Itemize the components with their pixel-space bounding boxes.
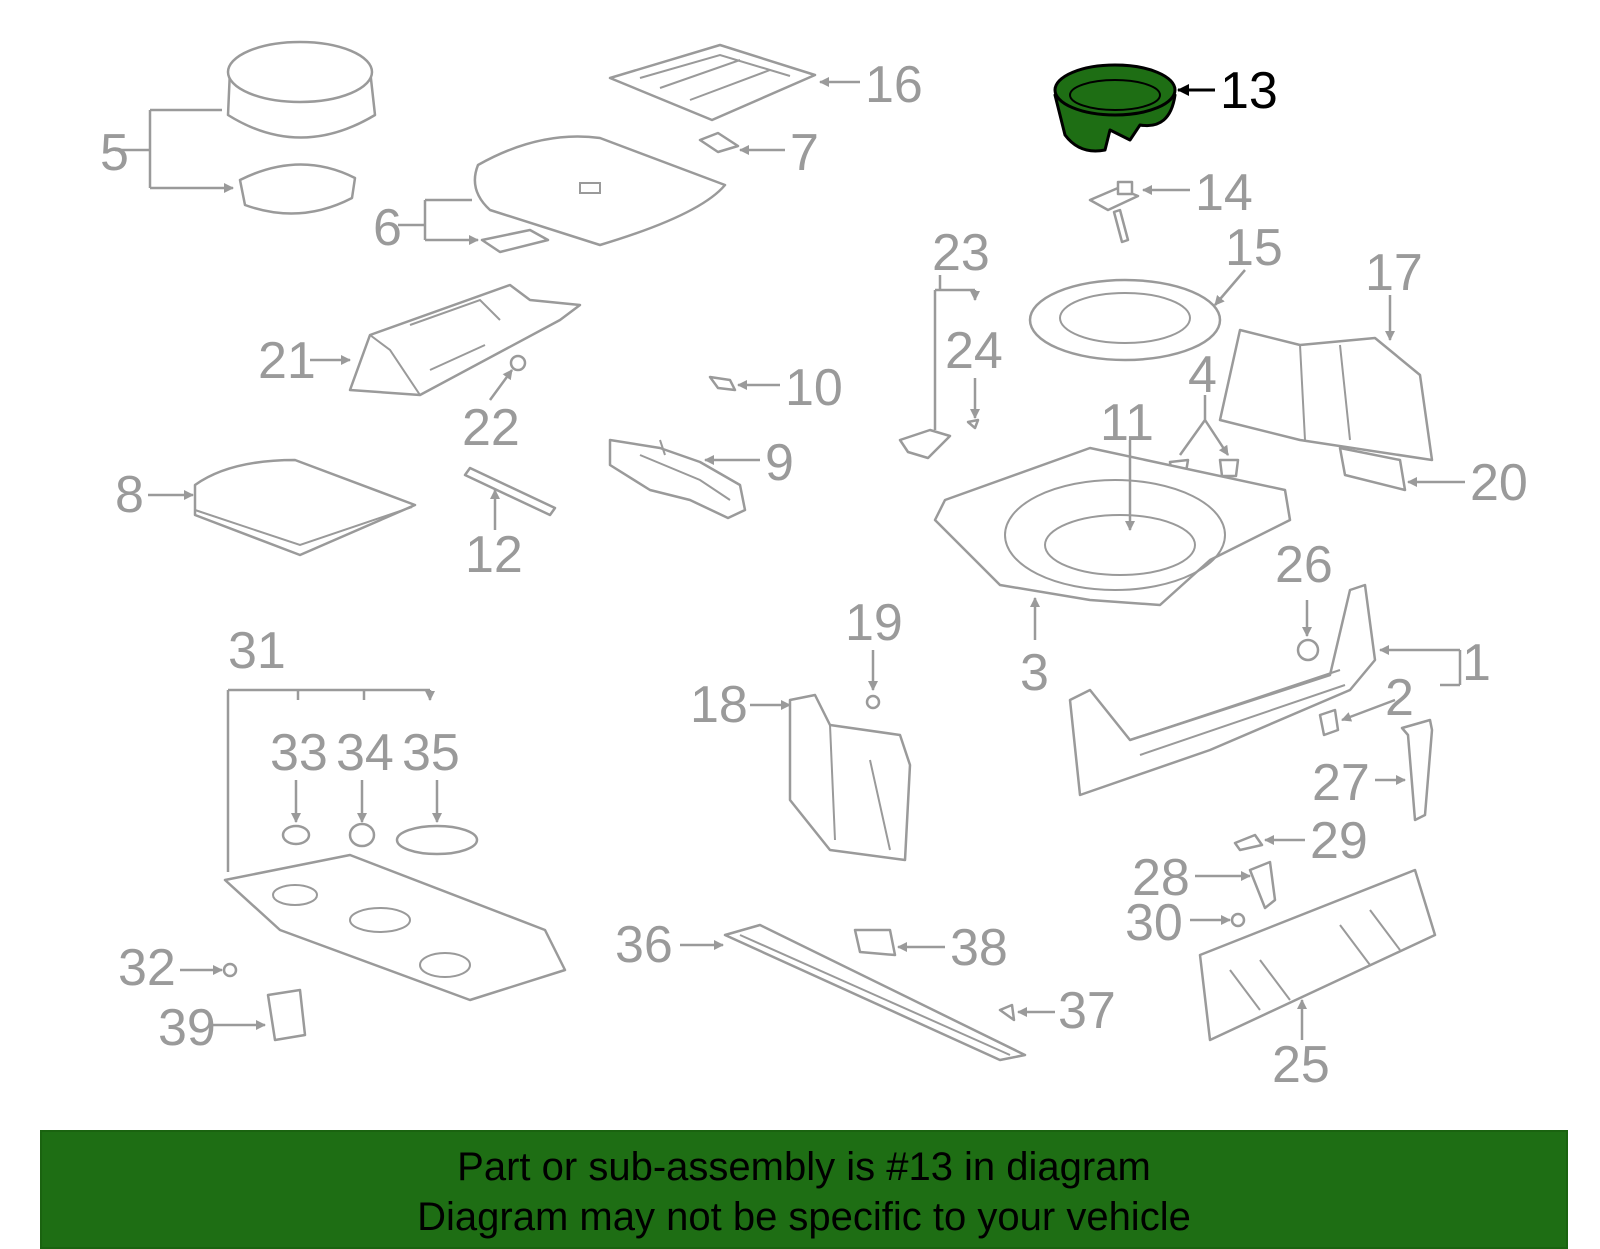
part-25-cargo-net: [1198, 868, 1437, 1042]
part-20-bracket: [1338, 446, 1465, 492]
callout-19: 19: [845, 594, 903, 652]
part-17-side-panel: [1218, 295, 1434, 462]
callout-21: 21: [258, 332, 316, 390]
callout-10: 10: [785, 359, 843, 417]
callout-34: 34: [336, 724, 394, 782]
callout-1: 1: [1462, 634, 1491, 692]
callout-15: 15: [1225, 219, 1283, 277]
callout-35: 35: [402, 724, 460, 782]
part-38-clip: [853, 928, 945, 957]
callout-26: 26: [1275, 536, 1333, 594]
callout-16: 16: [865, 56, 923, 114]
callout-8: 8: [115, 466, 144, 524]
caption-banner: Part or sub-assembly is #13 in diagram D…: [40, 1130, 1568, 1249]
callout-20: 20: [1470, 454, 1528, 512]
part-27-handle: [1375, 718, 1434, 822]
callout-24: 24: [945, 322, 1003, 380]
callout-37: 37: [1058, 982, 1116, 1040]
callout-33: 33: [270, 724, 328, 782]
part-7-clip: [698, 131, 785, 155]
callout-39: 39: [158, 999, 216, 1057]
part-23-24-latch: [898, 275, 978, 460]
part-32-fastener: [180, 962, 238, 978]
part-15-spacer-ring: [1028, 269, 1246, 362]
part-28-29-30-hooks: [1190, 833, 1305, 928]
callout-2: 2: [1385, 669, 1414, 727]
callout-38: 38: [950, 919, 1008, 977]
part-3-trunk-floor: [933, 440, 1292, 640]
parts-diagram: 1 2 3 4 5 6 7 8 9 10 11 12 13 14 15 16 1…: [100, 40, 1528, 1094]
part-10-bolt: [708, 375, 780, 392]
part-37-fastener: [998, 1003, 1055, 1022]
part-21-organizer: [310, 283, 582, 397]
part-39-bracket: [212, 988, 307, 1042]
part-1-sill-trim: [1068, 583, 1462, 797]
callout-12: 12: [465, 526, 523, 584]
callout-labels: 1 2 3 4 5 6 7 8 9 10 11 12 13 14 15 16 1…: [100, 56, 1528, 1094]
callout-32: 32: [118, 939, 176, 997]
callout-17: 17: [1365, 244, 1423, 302]
part-14-hold-down: [1088, 180, 1190, 244]
callout-30: 30: [1125, 894, 1183, 952]
part-26-clip: [1296, 600, 1320, 662]
callout-7: 7: [790, 124, 819, 182]
part-13-storage-bowl: [1053, 63, 1215, 153]
callout-11: 11: [1100, 394, 1154, 452]
part-8-floor-board: [148, 458, 417, 557]
callout-13: 13: [1220, 62, 1278, 120]
part-22-clip: [488, 354, 527, 401]
callout-18: 18: [690, 676, 748, 734]
part-16-tray: [608, 43, 860, 122]
callout-25: 25: [1272, 1036, 1330, 1094]
callout-31: 31: [228, 622, 286, 680]
callout-22: 22: [462, 399, 520, 457]
callout-4: 4: [1188, 346, 1217, 404]
callout-28: 28: [1132, 849, 1190, 907]
part-5-spare-tire-cover: [115, 40, 377, 215]
part-9-jack: [608, 438, 760, 520]
part-31-rear-shelf: [223, 688, 567, 1002]
part-2-clip: [1318, 698, 1396, 737]
callout-9: 9: [765, 434, 794, 492]
callout-23: 23: [932, 224, 990, 282]
callout-36: 36: [615, 916, 673, 974]
part-12-rod: [463, 466, 557, 530]
part-6-floor-panel: [398, 135, 727, 254]
part-19-clip: [865, 650, 881, 710]
callout-27: 27: [1312, 754, 1370, 812]
callout-29: 29: [1310, 812, 1368, 870]
caption-line-1: Part or sub-assembly is #13 in diagram: [457, 1145, 1151, 1189]
callout-14: 14: [1195, 164, 1253, 222]
callout-6: 6: [373, 199, 402, 257]
part-18-trim-panel: [750, 693, 912, 862]
callout-3: 3: [1020, 644, 1049, 702]
callout-5: 5: [100, 124, 129, 182]
caption-line-2: Diagram may not be specific to your vehi…: [417, 1195, 1191, 1239]
part-36-sill-strip: [680, 923, 1027, 1062]
